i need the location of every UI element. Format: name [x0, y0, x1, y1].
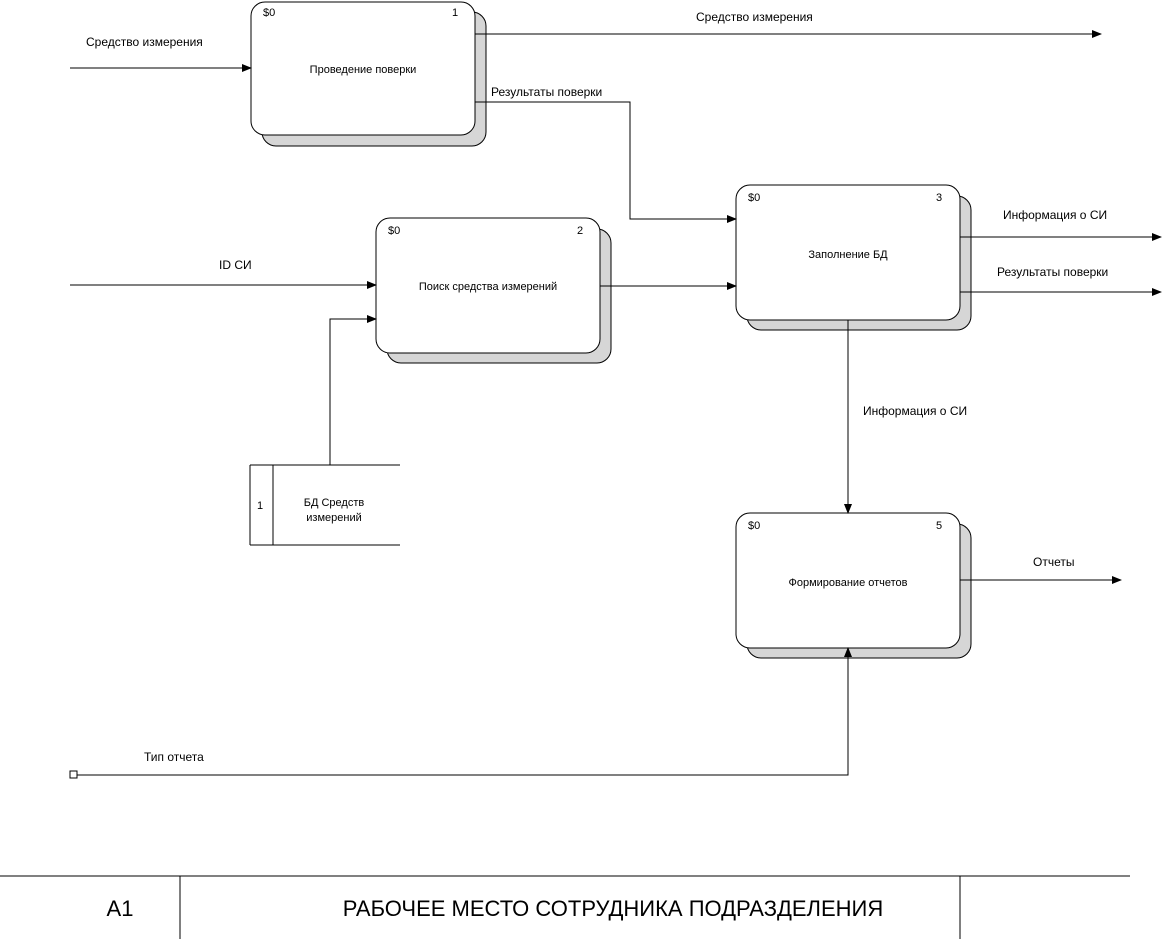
activity-1-title: Проведение поверки: [310, 64, 417, 76]
arrow-output-measuring-tool[interactable]: Средство измерения: [475, 10, 1102, 38]
activity-box-1[interactable]: $0 1 Проведение поверки: [250, 1, 487, 147]
activity-5-title: Формирование отчетов: [788, 577, 907, 589]
footer-node-number: A1: [107, 896, 134, 921]
datastore-bd-si[interactable]: 1 БД Средств измерений: [249, 464, 400, 546]
activity-box-2[interactable]: $0 2 Поиск средства измерений: [375, 217, 612, 364]
datastore-number: 1: [257, 500, 263, 512]
arrow-verification-results-out[interactable]: Результаты поверки: [960, 265, 1162, 296]
tunnel-square-icon: [69, 770, 78, 779]
arrow-label-verification-results-out: Результаты поверки: [997, 265, 1108, 279]
activity-2-code: $0: [388, 225, 400, 237]
diagram-footer: A1 РАБОЧЕЕ МЕСТО СОТРУДНИКА ПОДРАЗДЕЛЕНИ…: [0, 875, 1130, 939]
datastore-title-line1: БД Средств: [304, 497, 365, 509]
arrow-report-type[interactable]: Тип отчета: [69, 647, 852, 779]
arrow-label-output-measuring-tool: Средство измерения: [696, 10, 813, 24]
activity-5-number: 5: [936, 520, 942, 532]
activity-5-code: $0: [748, 520, 760, 532]
arrow-label-info-si-down: Информация о СИ: [863, 404, 967, 418]
activity-3-number: 3: [936, 192, 942, 204]
activity-1-code: $0: [263, 7, 275, 19]
arrow-label-id-si: ID СИ: [219, 258, 252, 272]
arrow-a3-to-a5[interactable]: Информация о СИ: [844, 320, 967, 514]
activity-1-number: 1: [452, 7, 458, 19]
footer-diagram-title: РАБОЧЕЕ МЕСТО СОТРУДНИКА ПОДРАЗДЕЛЕНИЯ: [343, 896, 884, 921]
activity-3-code: $0: [748, 192, 760, 204]
arrow-label-info-si-out: Информация о СИ: [1003, 208, 1107, 222]
activity-3-title: Заполнение БД: [808, 249, 888, 261]
activity-box-5[interactable]: $0 5 Формирование отчетов: [735, 512, 972, 659]
activity-2-title: Поиск средства измерений: [419, 281, 557, 293]
arrow-reports[interactable]: Отчеты: [960, 555, 1122, 584]
activity-2-number: 2: [577, 225, 583, 237]
arrow-label-input-measuring-tool: Средство измерения: [86, 35, 203, 49]
arrow-verification-results-to-a3[interactable]: Результаты поверки: [475, 85, 737, 223]
arrow-id-si[interactable]: ID СИ: [70, 258, 377, 289]
activity-box-3[interactable]: $0 3 Заполнение БД: [735, 184, 972, 331]
datastore-title-line2: измерений: [306, 512, 361, 524]
arrow-label-verification-results: Результаты поверки: [491, 85, 602, 99]
arrow-label-report-type: Тип отчета: [144, 750, 204, 764]
arrow-info-si-out[interactable]: Информация о СИ: [960, 208, 1162, 241]
arrow-datastore-to-a2[interactable]: [329, 315, 377, 465]
arrow-input-measuring-tool[interactable]: Средство измерения: [70, 35, 252, 72]
arrow-label-reports: Отчеты: [1033, 555, 1074, 569]
